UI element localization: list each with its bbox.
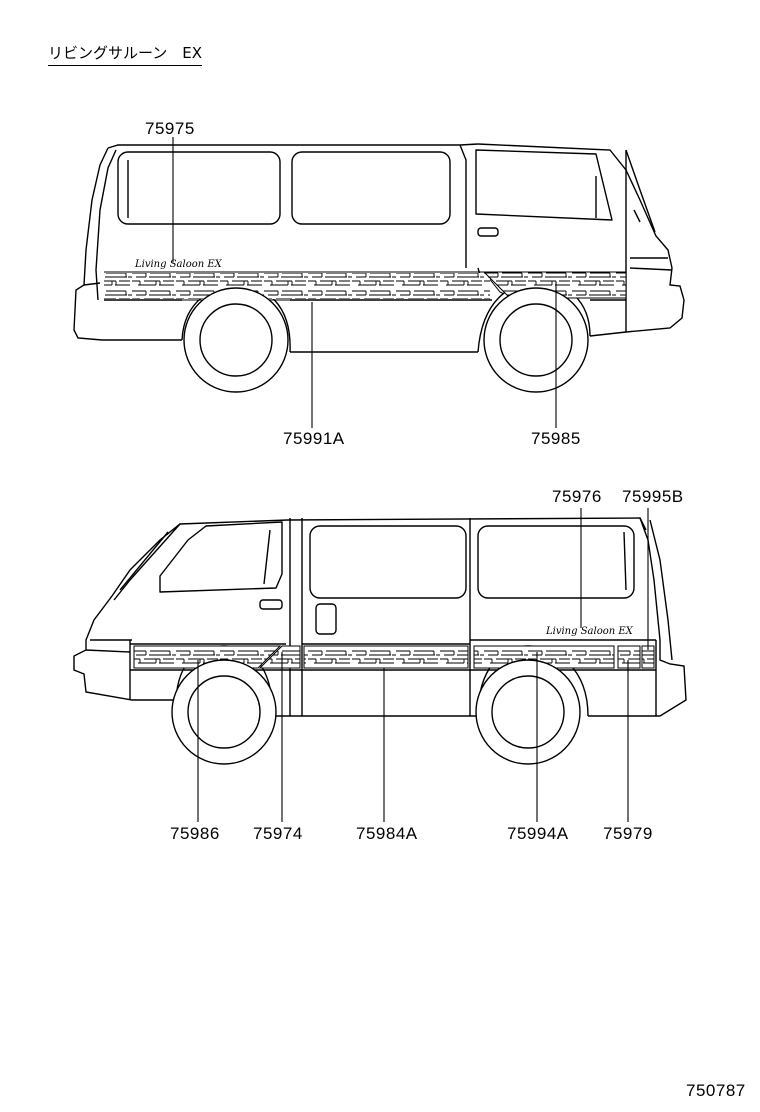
callout-75975: 75975 [145, 119, 195, 138]
wheel-rear-bottom [475, 659, 581, 765]
wheel-front-bottom [171, 659, 277, 765]
van-top-view [73, 143, 685, 353]
leader-lines-top [172, 137, 557, 428]
wheel-rear-top [183, 287, 289, 393]
stripe-decal-75984A [303, 645, 469, 669]
stripe-decal-75986 [133, 645, 282, 669]
callout-75979: 75979 [603, 824, 653, 843]
callout-75994A: 75994A [507, 824, 569, 843]
emblem-75975: Living Saloon EX [134, 259, 223, 270]
stripe-decal-75974 [258, 645, 301, 669]
emblem-75976: Living Saloon EX [545, 626, 634, 637]
stripe-decal-75979 [617, 645, 641, 669]
stripe-decal-75991A [104, 273, 490, 299]
callout-75995B: 75995B [622, 487, 684, 506]
page-title: リビングサルーン EX [48, 46, 203, 66]
callout-75986: 75986 [170, 824, 220, 843]
callout-75974: 75974 [253, 824, 303, 843]
callout-75985: 75985 [531, 429, 581, 448]
diagram-id: 750787 [686, 1081, 746, 1100]
leader-lines-bottom [197, 508, 649, 822]
callout-75984A: 75984A [356, 824, 418, 843]
callout-75991A: 75991A [283, 429, 345, 448]
van-bottom-view [73, 517, 687, 717]
wheel-front-top [483, 287, 589, 393]
callout-75976: 75976 [552, 487, 602, 506]
